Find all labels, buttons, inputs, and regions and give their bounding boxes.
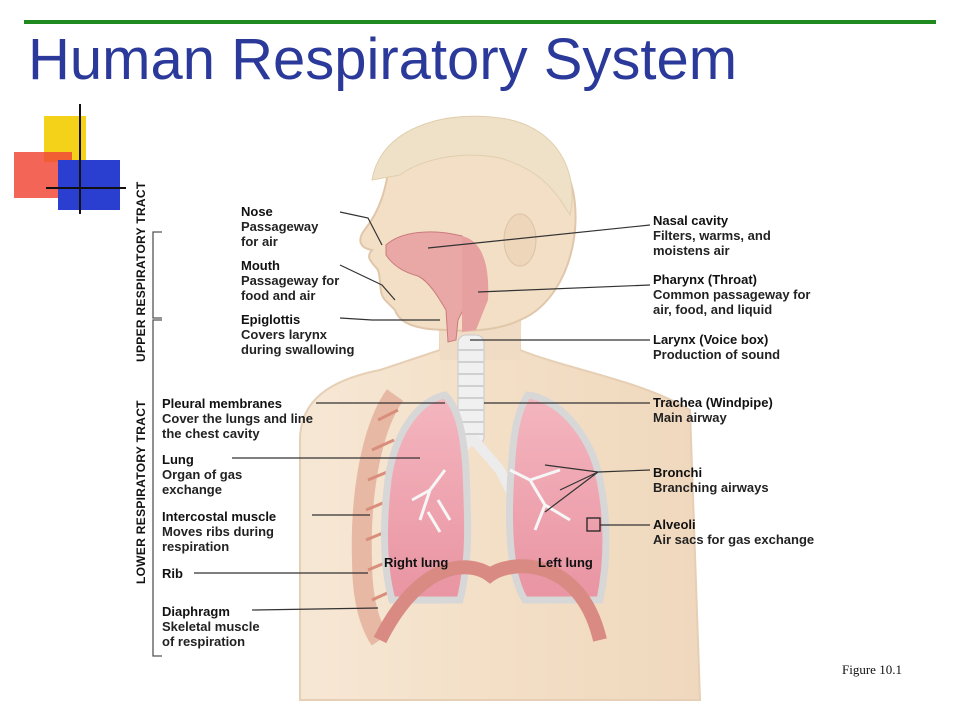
label-diaphragm: Diaphragm Skeletal muscle of respiration [162, 604, 260, 649]
upper-tract-label: UPPER RESPIRATORY TRACT [134, 181, 148, 362]
slide-title: Human Respiratory System [28, 27, 738, 92]
decorative-squares [14, 104, 126, 214]
label-pleural-membranes: Pleural membranes Cover the lungs and li… [162, 396, 313, 441]
label-mouth: Mouth Passageway for food and air [241, 258, 340, 303]
label-trachea: Trachea (Windpipe) Main airway [653, 395, 773, 425]
title-rule [24, 20, 936, 24]
left-lung-label: Left lung [538, 555, 593, 570]
label-epiglottis: Epiglottis Covers larynx during swallowi… [241, 312, 355, 357]
right-lung-label: Right lung [384, 555, 449, 570]
label-nose: Nose Passageway for air [241, 204, 319, 249]
label-lung: Lung Organ of gas exchange [162, 452, 243, 497]
label-alveoli: Alveoli Air sacs for gas exchange [653, 517, 815, 547]
label-rib: Rib [162, 566, 183, 581]
label-nasal-cavity: Nasal cavity Filters, warms, and moisten… [653, 213, 771, 258]
label-larynx: Larynx (Voice box) Production of sound [653, 332, 781, 362]
figure-reference: Figure 10.1 [842, 662, 902, 677]
label-pharynx: Pharynx (Throat) Common passageway for a… [653, 272, 811, 317]
lower-tract-label: LOWER RESPIRATORY TRACT [134, 400, 148, 584]
label-bronchi: Bronchi Branching airways [653, 465, 769, 495]
label-intercostal-muscle: Intercostal muscle Moves ribs during res… [162, 509, 277, 554]
